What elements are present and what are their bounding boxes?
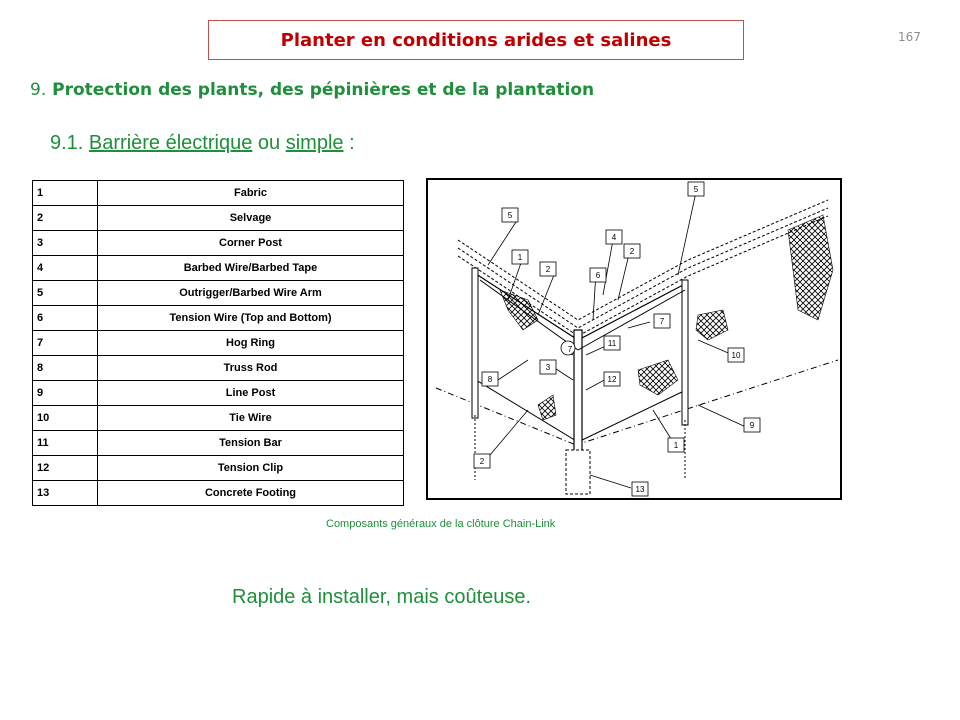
summary-note: Rapide à installer, mais coûteuse. [232, 586, 532, 608]
component-label: Concrete Footing [97, 480, 404, 506]
slide-title: Planter en conditions arides et salines [280, 29, 672, 51]
component-number: 1 [32, 180, 98, 206]
callout-number: 7 [660, 317, 665, 326]
callout-label: 13 [631, 481, 649, 497]
callout-label: 11 [603, 335, 621, 351]
section-title: Protection des plants, des pépinières et… [52, 80, 595, 100]
diagram-caption: Composants généraux de la clôture Chain-… [326, 518, 556, 530]
component-label: Tension Bar [97, 430, 404, 456]
section-number: 9. [30, 80, 47, 100]
subsection-number: 9.1. [50, 132, 84, 154]
slide-title-box: Planter en conditions arides et salines [208, 20, 744, 60]
callout-label: 2 [539, 261, 557, 277]
callout-number: 2 [630, 247, 635, 256]
callout-label: 3 [539, 359, 557, 375]
callout-label: 10 [727, 347, 745, 363]
component-number: 10 [32, 405, 98, 431]
component-number: 13 [32, 480, 98, 506]
callout-label: 6 [589, 267, 607, 283]
subsection-heading: 9.1. Barrière électrique ou simple : [50, 132, 355, 155]
callout-number: 3 [546, 363, 551, 372]
callout-number: 5 [694, 185, 699, 194]
callout-number: 9 [750, 421, 755, 430]
component-label: Barbed Wire/Barbed Tape [97, 255, 404, 281]
component-number: 12 [32, 455, 98, 481]
callout-number: 8 [488, 375, 493, 384]
component-number: 9 [32, 380, 98, 406]
callout-label: 4 [605, 229, 623, 245]
callout-number: 10 [732, 351, 741, 360]
callout-label: 12 [603, 371, 621, 387]
callout-number: 11 [608, 339, 617, 348]
posts [471, 267, 689, 480]
component-number: 11 [32, 430, 98, 456]
subsection-electric: Barrière électrique [88, 132, 253, 154]
component-label: Outrigger/Barbed Wire Arm [97, 280, 404, 306]
callout-number: 1 [518, 253, 523, 262]
component-label: Fabric [97, 180, 404, 206]
component-label: Corner Post [97, 230, 404, 256]
subsection-colon: : [349, 132, 355, 154]
callout-label: 2 [473, 453, 491, 469]
callout-number: 5 [508, 211, 513, 220]
component-label: Truss Rod [97, 355, 404, 381]
component-number: 5 [32, 280, 98, 306]
page-number: 167 [898, 30, 921, 44]
subsection-connector: ou [257, 132, 281, 154]
component-number: 3 [32, 230, 98, 256]
mesh-fabric-patches [499, 214, 834, 421]
component-number: 6 [32, 305, 98, 331]
callout-label: 1 [511, 249, 529, 265]
callout-label: 7 [653, 313, 671, 329]
callout-number: 4 [612, 233, 617, 242]
callout-label: 1 [667, 437, 685, 453]
component-number: 2 [32, 205, 98, 231]
callout-label: 9 [743, 417, 761, 433]
component-label: Selvage [97, 205, 404, 231]
component-number: 4 [32, 255, 98, 281]
callout-label: 5 [687, 181, 705, 197]
component-label: Tension Wire (Top and Bottom) [97, 305, 404, 331]
component-number: 7 [32, 330, 98, 356]
component-label: Tension Clip [97, 455, 404, 481]
callout-label: 8 [481, 371, 499, 387]
component-label: Line Post [97, 380, 404, 406]
subsection-simple: simple [285, 132, 344, 154]
callout-label: 5 [501, 207, 519, 223]
callout-number: 2 [546, 265, 551, 274]
callout-label: 7 [560, 340, 576, 356]
callout-number: 2 [480, 457, 485, 466]
component-label: Tie Wire [97, 405, 404, 431]
section-heading: 9. Protection des plants, des pépinières… [30, 80, 594, 100]
callout-number: 1 [674, 441, 679, 450]
concrete-footing [565, 449, 591, 495]
callout-number: 12 [608, 375, 617, 384]
callout-number: 7 [568, 345, 573, 354]
component-label: Hog Ring [97, 330, 404, 356]
callout-label: 2 [623, 243, 641, 259]
callout-number: 13 [636, 485, 645, 494]
callout-number: 6 [596, 271, 601, 280]
barbed-wires [457, 199, 829, 337]
component-number: 8 [32, 355, 98, 381]
